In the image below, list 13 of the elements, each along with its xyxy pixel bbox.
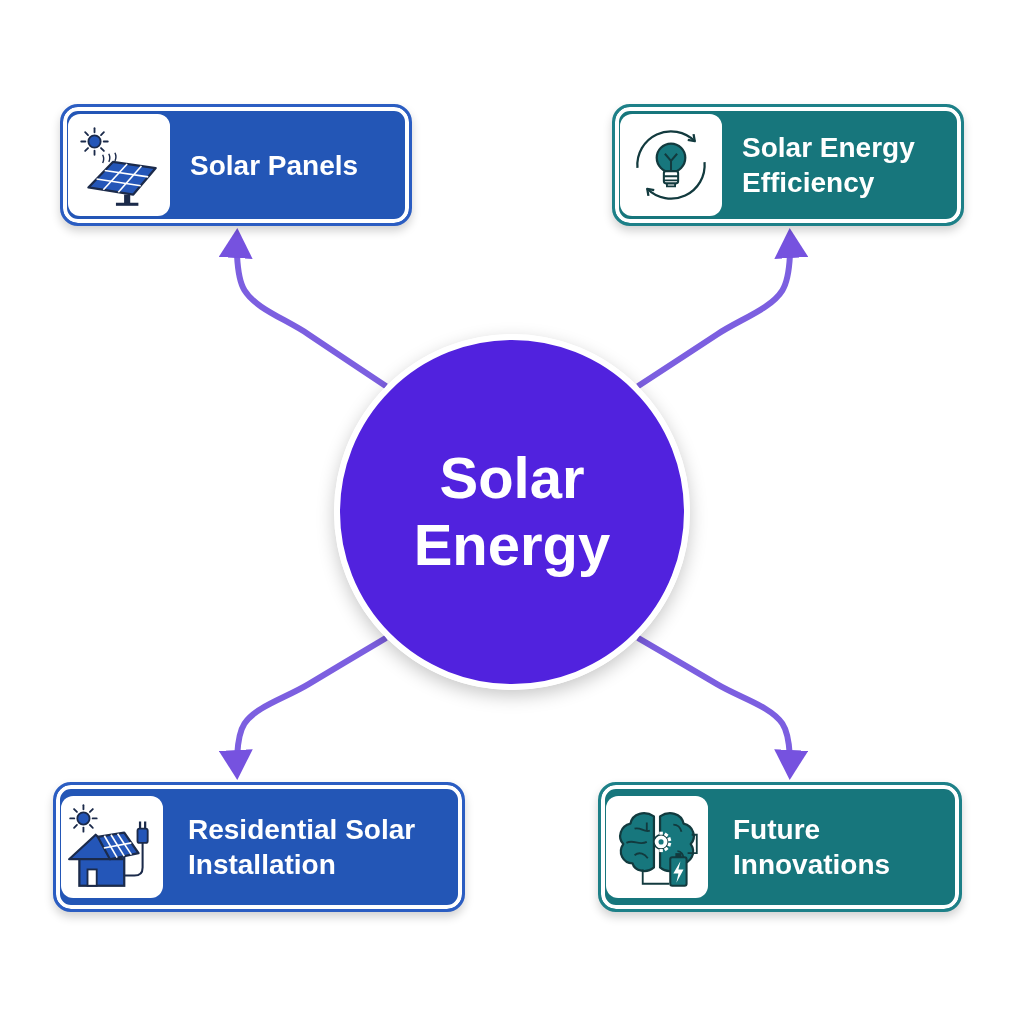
hub-title: Solar Energy: [412, 445, 612, 579]
card-title: Solar Panels: [190, 148, 359, 183]
card-title: Solar Energy Efficiency: [742, 131, 916, 200]
topic-card: [612, 104, 964, 226]
curved-arrow: [218, 228, 388, 389]
card-title: Residential Solar Installation: [188, 813, 417, 882]
curved-arrow: [636, 228, 809, 389]
curved-arrow: [219, 635, 388, 780]
topic-card: [60, 104, 412, 226]
curved-arrow: [636, 635, 808, 780]
card-title: Future Innovations: [733, 813, 892, 882]
topic-card: [598, 782, 962, 912]
topic-card: [53, 782, 465, 912]
